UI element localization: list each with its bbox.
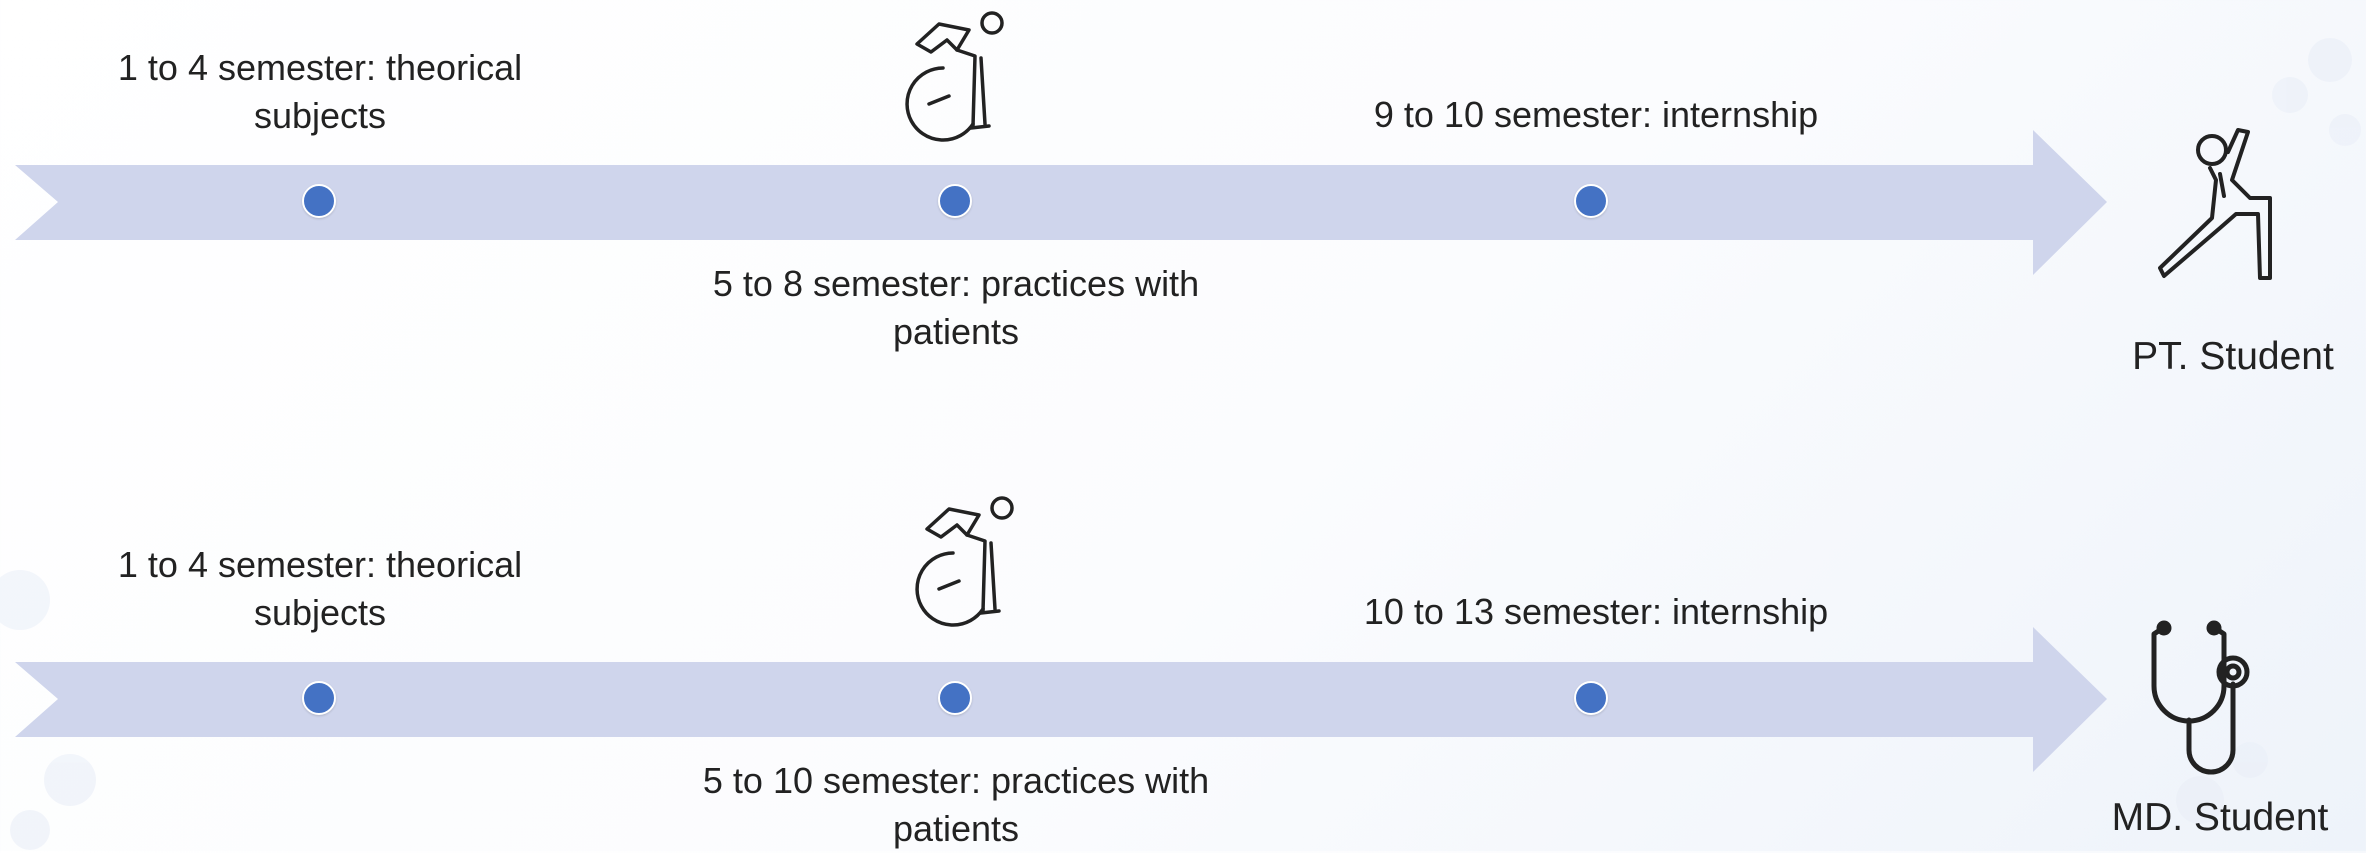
yoga-pose-icon — [2158, 128, 2272, 280]
timeline-arrow — [15, 130, 2107, 275]
milestone-2-label: 5 to 10 semester: practices with patient… — [702, 760, 1210, 849]
pt-student-label: PT. Student — [2132, 335, 2334, 378]
milestone-1-dot — [302, 681, 336, 715]
milestone-3-dot — [1574, 184, 1608, 218]
milestone-2-dot — [938, 681, 972, 715]
md-student-label: MD. Student — [2111, 796, 2329, 839]
milestone-1-label: 1 to 4 semester: theorical subjects — [117, 544, 523, 633]
md-student-timeline: 1 to 4 semester: theorical subjects 5 to… — [0, 440, 2366, 851]
milestone-2-label: 5 to 8 semester: practices with patients — [712, 263, 1200, 352]
milestone-1-dot — [302, 184, 336, 218]
milestone-3-dot — [1574, 681, 1608, 715]
wheelchair-icon — [905, 11, 1004, 142]
milestone-2-dot — [938, 184, 972, 218]
pt-student-timeline: 1 to 4 semester: theorical subjects 5 to… — [0, 0, 2366, 400]
stethoscope-icon — [2151, 620, 2250, 775]
milestone-1-label: 1 to 4 semester: theorical subjects — [117, 47, 523, 136]
milestone-3-label: 9 to 10 semester: internship — [1373, 94, 1819, 135]
timeline-arrow — [15, 627, 2107, 772]
wheelchair-icon — [915, 496, 1014, 627]
milestone-3-label: 10 to 13 semester: internship — [1363, 591, 1829, 632]
